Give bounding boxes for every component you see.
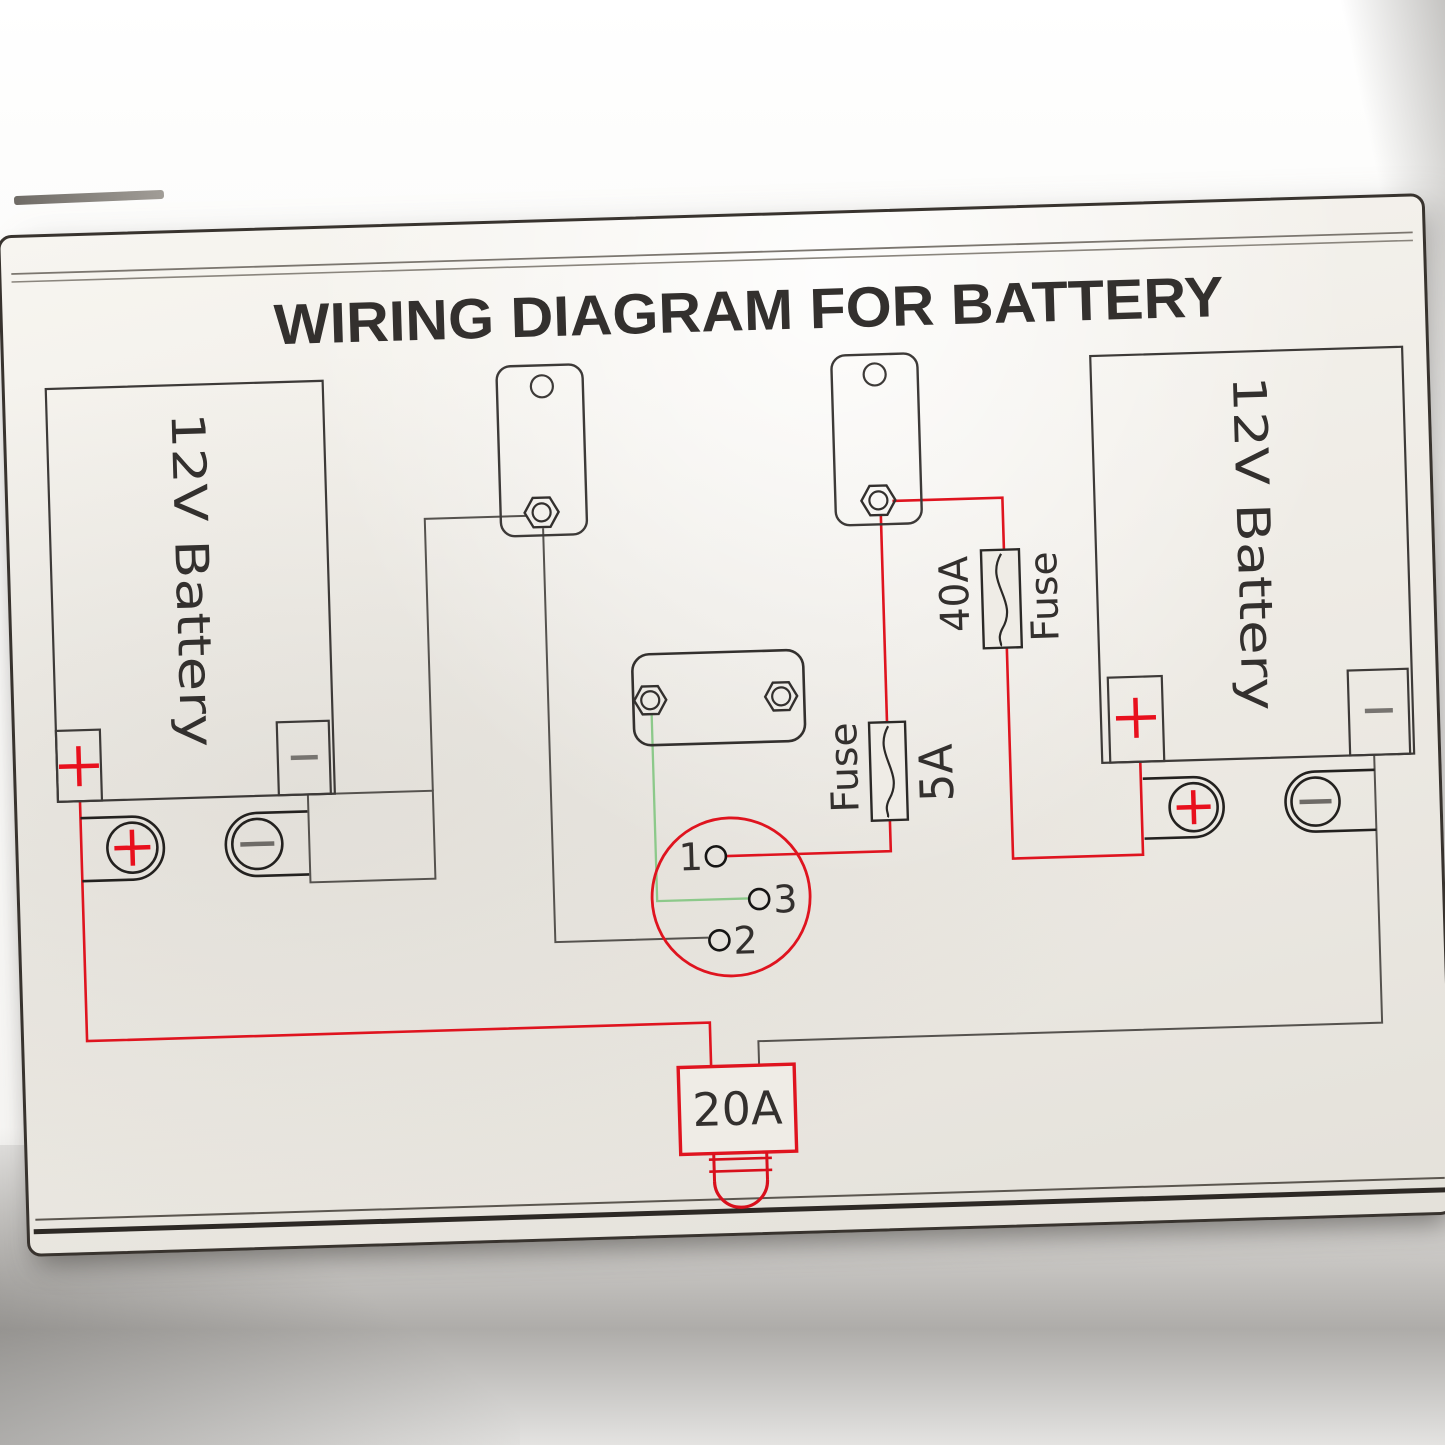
fuse-40a-label: Fuse — [1021, 551, 1068, 642]
fuse-5a-body — [867, 720, 910, 822]
wiring-diagram-sticker: WIRING DIAGRAM FOR BATTERY 12V Battery — [0, 193, 1445, 1257]
minus-symbol — [1364, 707, 1393, 714]
right-positive-lug-ring — [1168, 781, 1219, 833]
plus-symbol — [58, 746, 99, 787]
center-terminal-block — [631, 648, 807, 747]
fuse-40a-body — [979, 547, 1024, 650]
wire-right-negative-to-20a — [757, 754, 1384, 1067]
left-plate-stud-nut — [523, 496, 560, 529]
minus-symbol — [240, 841, 275, 847]
wire-left-positive-to-20a — [78, 801, 713, 1068]
plus-symbol — [114, 829, 151, 866]
switch-terminal-2-label: 2 — [733, 918, 758, 963]
right-battery-body — [1089, 345, 1416, 764]
right-mounting-plate — [830, 352, 923, 527]
fuse-20a-rating: 20A — [692, 1080, 784, 1137]
wiring-diagram: WIRING DIAGRAM FOR BATTERY 12V Battery — [11, 231, 1445, 1235]
page-title: WIRING DIAGRAM FOR BATTERY — [273, 265, 1224, 357]
block-right-stud-nut — [763, 680, 799, 712]
fuse-20a-holder-cap — [708, 1151, 773, 1209]
fuse-5a: Fuse 5A — [821, 720, 965, 822]
bottom-rule-line-1 — [35, 1176, 1445, 1221]
fuse-20a: 20A — [676, 1062, 799, 1209]
plus-symbol — [1115, 697, 1157, 738]
fuse-20a-body — [676, 1062, 799, 1157]
wire-5a-to-terminal1 — [726, 820, 893, 858]
right-battery-positive-terminal — [1106, 674, 1166, 764]
left-positive-lug-ring — [106, 821, 159, 874]
wire-40a-to-right-positive — [1005, 647, 1145, 860]
fuse-5a-label: Fuse — [821, 722, 868, 813]
fuse-5a-rating: 5A — [909, 742, 965, 802]
fuse-element-symbol — [995, 553, 1009, 647]
switch-terminal-1-post — [704, 845, 728, 868]
right-negative-lug-ring — [1290, 776, 1341, 827]
top-rule-line-1 — [11, 231, 1413, 275]
right-battery-negative-terminal — [1346, 667, 1412, 757]
plus-symbol — [1176, 790, 1211, 825]
wire-plate-to-40a — [892, 496, 1006, 550]
left-battery-positive-terminal — [54, 728, 104, 803]
rotary-switch: 1 3 2 — [650, 816, 812, 978]
wire-block-to-terminal3 — [650, 715, 749, 903]
left-battery: 12V Battery — [44, 379, 336, 803]
right-negative-lug — [1284, 768, 1377, 833]
left-positive-lug — [80, 815, 166, 883]
left-plate-hole — [529, 374, 554, 399]
fuse-element-symbol — [882, 725, 895, 818]
left-battery-label: 12V Battery — [160, 412, 224, 748]
bottom-rule-line-2 — [33, 1187, 1445, 1235]
switch-terminal-2-post — [708, 928, 731, 952]
right-battery: 12V Battery — [1089, 345, 1416, 764]
fuse-40a: 40A Fuse — [931, 547, 1068, 650]
wire-plate-to-terminal2 — [542, 528, 709, 944]
top-rule-line-2 — [11, 239, 1413, 283]
right-positive-lug — [1142, 775, 1225, 840]
left-battery-negative-terminal — [275, 719, 332, 797]
left-negative-lug-ring — [231, 817, 284, 871]
switch-terminal-3-post — [747, 887, 771, 911]
switch-terminal-1-label: 1 — [678, 835, 703, 880]
right-plate-hole — [862, 362, 887, 387]
right-battery-label: 12V Battery — [1222, 375, 1286, 711]
wire-plate-to-5a — [879, 514, 889, 723]
sticker-top-edge — [13, 189, 165, 206]
minus-symbol — [290, 754, 318, 761]
rotary-switch-outline — [650, 816, 812, 978]
switch-terminal-3-label: 3 — [773, 877, 798, 922]
left-mounting-plate — [495, 363, 589, 538]
block-left-stud-nut — [632, 684, 668, 716]
right-plate-stud-nut — [860, 484, 897, 517]
left-negative-lug — [224, 810, 310, 878]
left-battery-body — [44, 379, 336, 803]
minus-symbol — [1299, 798, 1332, 805]
fuse-40a-rating: 40A — [931, 555, 979, 633]
wire-plate-to-left-negative — [423, 514, 526, 791]
left-negative-connector-box — [306, 789, 437, 884]
